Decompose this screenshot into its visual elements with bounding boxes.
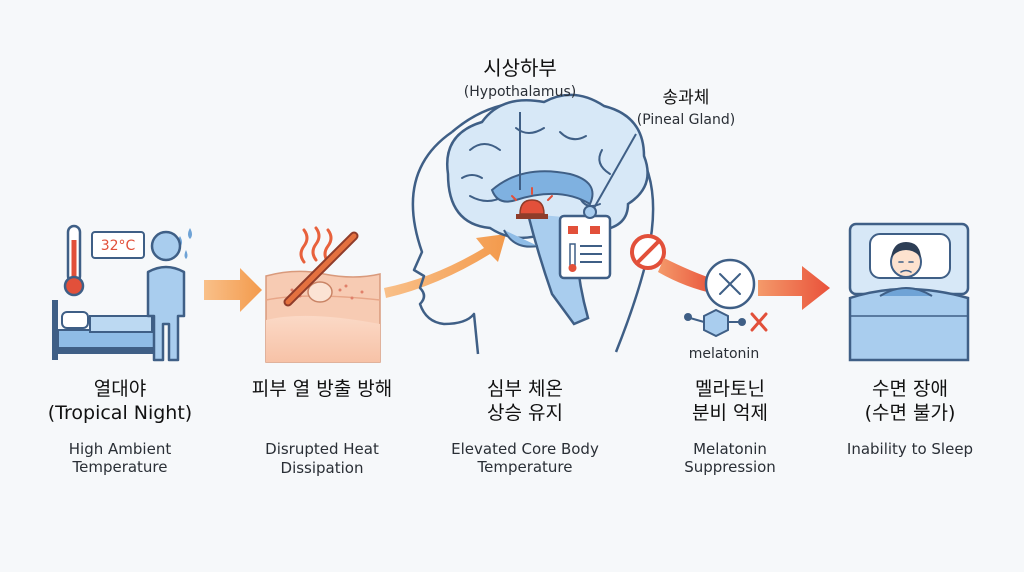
blocked-slash-icon bbox=[283, 231, 359, 307]
person-icon bbox=[146, 230, 186, 362]
step-3-desc-1: Elevated Core Body bbox=[451, 439, 599, 458]
pineal-label-en: (Pineal Gland) bbox=[636, 112, 736, 128]
step-2-desc-1: Disrupted Heat bbox=[265, 439, 379, 458]
hypothalamus-label-ko: 시상하부 bbox=[483, 56, 557, 80]
temperature-display: 32°C bbox=[91, 231, 145, 259]
arrow-2 bbox=[384, 234, 506, 298]
pineal-pointer bbox=[593, 133, 637, 209]
temperature-readout: 32°C bbox=[101, 238, 136, 254]
skin-icon bbox=[265, 270, 381, 363]
arrow-3 bbox=[658, 258, 716, 294]
bed-icon bbox=[52, 300, 158, 360]
hypothalamus-label-en: (Hypothalamus) bbox=[463, 84, 577, 100]
step-3-desc-2: Temperature bbox=[477, 458, 573, 477]
melatonin-clock-icon bbox=[704, 258, 756, 310]
step-3-caption: 심부 체온 상승 유지 Elevated Core Body Temperatu… bbox=[420, 378, 630, 477]
step-1-desc-1: High Ambient bbox=[68, 439, 172, 458]
step-1-subtitle: (Tropical Night) bbox=[47, 401, 193, 424]
step-1-title: 열대야 bbox=[93, 378, 147, 400]
step-4-title: 멜라토닌 bbox=[695, 378, 765, 400]
step-2-caption: 피부 열 방출 방해 Disrupted Heat Dissipation bbox=[222, 378, 422, 477]
thermometer-icon bbox=[63, 224, 85, 297]
arrow-1 bbox=[204, 268, 262, 312]
step-4-subtitle: 분비 억제 bbox=[692, 401, 768, 424]
step-3-subtitle: 상승 유지 bbox=[487, 401, 563, 424]
step-2-desc-2: Dissipation bbox=[280, 458, 364, 477]
pineal-device-icon bbox=[558, 205, 612, 280]
step-5-title: 수면 장애 bbox=[872, 378, 948, 400]
arrow-4 bbox=[758, 266, 830, 310]
heat-waves-icon bbox=[299, 226, 333, 264]
sleeper-icon bbox=[848, 222, 970, 362]
molecule-icon bbox=[684, 308, 768, 338]
prohibited-icon bbox=[630, 234, 666, 270]
step-4-desc-1: Melatonin bbox=[693, 439, 767, 458]
step-4-desc-2: Suppression bbox=[684, 458, 776, 477]
melatonin-label: melatonin bbox=[688, 346, 760, 362]
step-5-subtitle: (수면 불가) bbox=[864, 401, 956, 424]
step-3-title: 심부 체온 bbox=[487, 378, 563, 400]
step-5-caption: 수면 장애 (수면 불가) Inability to Sleep bbox=[820, 378, 1000, 458]
step-4-caption: 멜라토닌 분비 억제 Melatonin Suppression bbox=[640, 378, 820, 477]
pineal-label-ko: 송과체 bbox=[662, 88, 710, 108]
alarm-icon bbox=[511, 187, 553, 219]
step-5-desc-1: Inability to Sleep bbox=[846, 439, 974, 458]
step-1-caption: 열대야 (Tropical Night) High Ambient Temper… bbox=[20, 378, 220, 477]
step-2-title: 피부 열 방출 방해 bbox=[251, 378, 393, 400]
step-1-desc-2: Temperature bbox=[72, 458, 168, 477]
